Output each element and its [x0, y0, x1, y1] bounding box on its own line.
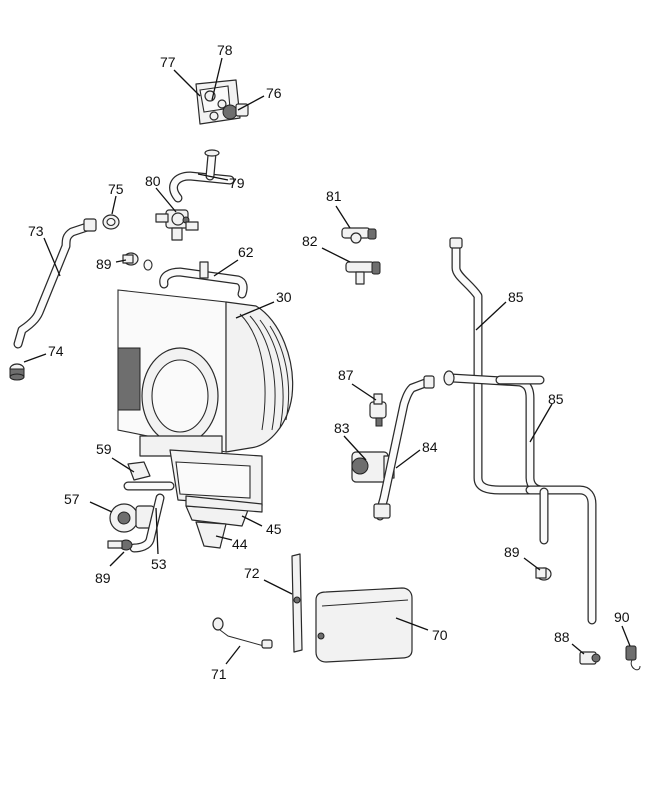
- pipe-assembly-85: [443, 237, 597, 625]
- bent-pipe-79: [169, 149, 235, 203]
- pipe-84: [373, 375, 435, 521]
- nipple-89-right: [535, 567, 552, 581]
- fitting-88: [579, 651, 601, 665]
- callout-77: 77: [160, 54, 176, 70]
- sensor-59: [127, 461, 151, 481]
- pipe-53: [123, 481, 175, 553]
- callout-30: 30: [276, 289, 292, 305]
- callout-62: 62: [238, 244, 254, 260]
- bracket-72: [291, 553, 303, 653]
- fitting-87: [369, 393, 387, 427]
- callout-44: 44: [232, 536, 248, 552]
- callout-53: 53: [151, 556, 167, 572]
- callout-57: 57: [64, 491, 80, 507]
- callout-70: 70: [432, 627, 448, 643]
- valve-block-assembly: [195, 79, 249, 125]
- pump-57: [109, 503, 155, 533]
- callout-80: 80: [145, 173, 161, 189]
- callout-89-right: 89: [504, 544, 520, 560]
- expansion-tank-70: [315, 587, 413, 663]
- callout-89-lower: 89: [95, 570, 111, 586]
- valve-81: [341, 227, 377, 244]
- fitting-80: [155, 209, 199, 241]
- valve-82: [345, 261, 381, 285]
- callout-90: 90: [614, 609, 630, 625]
- nipple-89-lower: [107, 539, 133, 551]
- callout-45: 45: [266, 521, 282, 537]
- callout-88: 88: [554, 629, 570, 645]
- pipe-73: [13, 218, 97, 349]
- nipple-89-upper: [122, 252, 153, 271]
- callout-78: 78: [217, 42, 233, 58]
- leader-lines: [23, 57, 631, 665]
- hose-71: [212, 617, 273, 649]
- nut-74: [9, 363, 25, 381]
- callout-76: 76: [266, 85, 282, 101]
- nut-75: [102, 214, 120, 230]
- callout-85-lower: 85: [548, 391, 564, 407]
- callout-82: 82: [302, 233, 318, 249]
- callout-84: 84: [422, 439, 438, 455]
- heat-exchanger-30: [117, 289, 294, 457]
- callout-79: 79: [229, 175, 245, 191]
- callout-59: 59: [96, 441, 112, 457]
- callout-89-upper: 89: [96, 256, 112, 272]
- callout-87: 87: [338, 367, 354, 383]
- callout-85-upper: 85: [508, 289, 524, 305]
- callout-83: 83: [334, 420, 350, 436]
- callout-72: 72: [244, 565, 260, 581]
- callout-labels: 77 78 76 75 80 79 81 73 82 89 62 30 85 7…: [28, 42, 630, 682]
- pipe-62: [159, 261, 248, 299]
- callout-73: 73: [28, 223, 44, 239]
- callout-74: 74: [48, 343, 64, 359]
- callout-81: 81: [326, 188, 342, 204]
- burner-housing-44-45: [169, 449, 263, 549]
- callout-71: 71: [211, 666, 227, 682]
- drain-90: [625, 645, 641, 671]
- callout-75: 75: [108, 181, 124, 197]
